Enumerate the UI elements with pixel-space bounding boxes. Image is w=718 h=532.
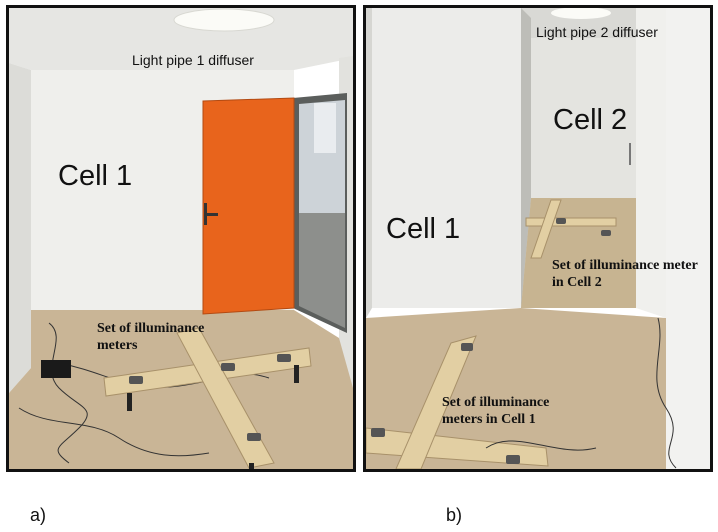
light-pipe-2-diffuser [551,8,611,19]
left-wall [9,63,31,393]
beam-leg [249,463,254,469]
sublabel-b: b) [446,505,463,525]
illuminance-meter [221,363,235,371]
sublabel-a: a) [30,505,47,525]
illuminance-meter [506,455,520,464]
cell1-room-photo [9,8,353,469]
wooden-beam [395,335,477,469]
door-handle [629,143,631,165]
cable [48,322,88,464]
outside-wall-section [314,103,336,153]
left-edge [366,8,372,318]
cable [656,317,677,469]
illuminance-meter [247,433,261,441]
diffuser-label-2: Light pipe 2 diffuser [536,24,658,40]
beam-leg [127,393,132,411]
cell1-label: Cell 1 [58,160,133,192]
wooden-beam [530,199,562,259]
light-pipe-1-diffuser [173,8,275,32]
open-door [636,8,666,318]
diffuser-label-1: Light pipe 1 diffuser [132,52,254,68]
right-wall [666,8,710,469]
cell1-label: Cell 1 [386,213,461,245]
cell2-label: Cell 2 [553,104,628,136]
wooden-beam [525,217,617,227]
illuminance-meter [556,218,566,224]
illuminance-meter [277,354,291,362]
orange-door [202,97,295,315]
data-logger-box [41,360,71,378]
meters-cell2-label: Set of illuminance meter in Cell 2 [552,258,698,290]
cell2-door-jamb [521,8,531,308]
photo-panel-a: Light pipe 1 diffuser Cell 1 Set of illu… [6,5,356,472]
beam-leg [294,365,299,383]
illuminance-meter [601,230,611,236]
illuminance-meter [461,343,473,351]
meters-cell1-label: Set of illuminance meters in Cell 1 [442,395,550,427]
cable [485,440,597,451]
cable [18,407,210,457]
cell1-floor [366,308,666,469]
two-cells-photo [366,8,710,469]
outside-pavement [299,213,345,328]
floor [9,310,353,469]
photo-panel-b: Light pipe 2 diffuser Cell 2 Cell 1 Set … [363,5,713,472]
illuminance-meter [129,376,143,384]
meters-label: Set of illuminance meters [97,321,205,353]
illuminance-meter [371,428,385,437]
cell2-back-wall [531,38,641,198]
cell1-back-wall [366,8,521,308]
door-handle-lever [204,213,218,216]
